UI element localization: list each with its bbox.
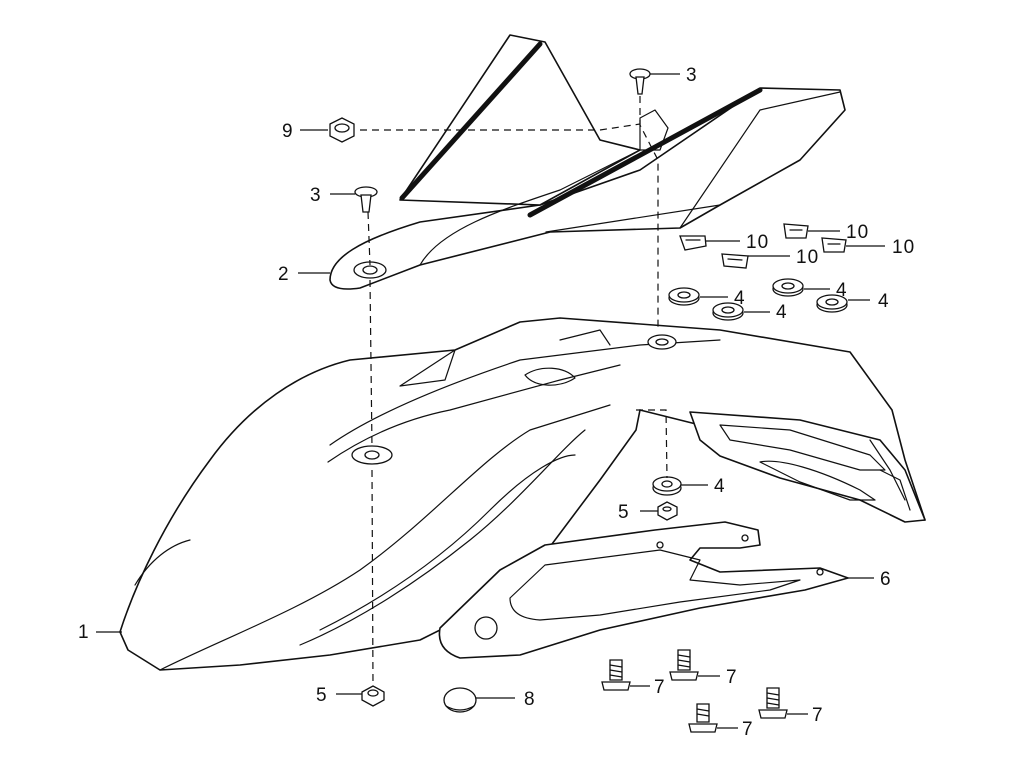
part-10-clip-a	[679, 235, 707, 251]
callout-7-a: 7	[654, 677, 666, 698]
callout-7-c: 7	[812, 705, 824, 726]
assembly-lines	[360, 96, 668, 687]
part-7-bolt-d	[688, 703, 718, 733]
part-4-grommet-b	[712, 302, 744, 321]
part-3-screw-left	[354, 186, 378, 213]
callout-4-e: 4	[714, 476, 726, 497]
callout-7-d: 7	[742, 719, 754, 740]
callout-6: 6	[880, 569, 892, 590]
part-5-nut-upper	[657, 501, 678, 521]
callout-10-a: 10	[746, 232, 769, 253]
callout-10-c: 10	[846, 222, 869, 243]
callout-4-b: 4	[776, 302, 788, 323]
part-9-nut	[329, 117, 355, 143]
callout-3-top: 3	[686, 65, 698, 86]
part-3-screw-top	[629, 68, 651, 95]
callout-4-d: 4	[878, 291, 890, 312]
callout-10-d: 10	[892, 237, 915, 258]
callout-7-b: 7	[726, 667, 738, 688]
callout-4-a: 4	[734, 288, 746, 309]
part-1-front-fender	[119, 317, 926, 671]
part-8-plug	[443, 687, 477, 713]
callout-10-b: 10	[796, 247, 819, 268]
callout-5-upper: 5	[618, 502, 630, 523]
part-7-bolt-a	[601, 659, 631, 691]
callout-4-c: 4	[836, 280, 848, 301]
callout-2: 2	[278, 264, 290, 285]
part-10-clip-b	[721, 253, 749, 269]
callout-1: 1	[78, 622, 90, 643]
part-10-clip-d	[821, 237, 847, 253]
part-7-bolt-b	[669, 649, 699, 681]
callouts: 1 2 3 3 9 10 10 10 10 4 4 4 4 4 5 5 6 7 …	[78, 65, 915, 740]
part-6-bracket	[438, 521, 849, 659]
part-4-grommet-d	[816, 294, 848, 313]
part-4-grommet-e	[652, 476, 682, 496]
callout-8: 8	[524, 689, 536, 710]
part-4-grommet-c	[772, 278, 804, 297]
part-10-clip-c	[783, 223, 809, 239]
callout-3-left: 3	[310, 185, 322, 206]
callout-9: 9	[282, 121, 294, 142]
leader-lines	[96, 73, 885, 729]
callout-5-lower: 5	[316, 685, 328, 706]
part-7-bolt-c	[758, 687, 788, 719]
part-4-grommet-a	[668, 287, 700, 306]
part-5-nut-lower	[361, 685, 385, 707]
